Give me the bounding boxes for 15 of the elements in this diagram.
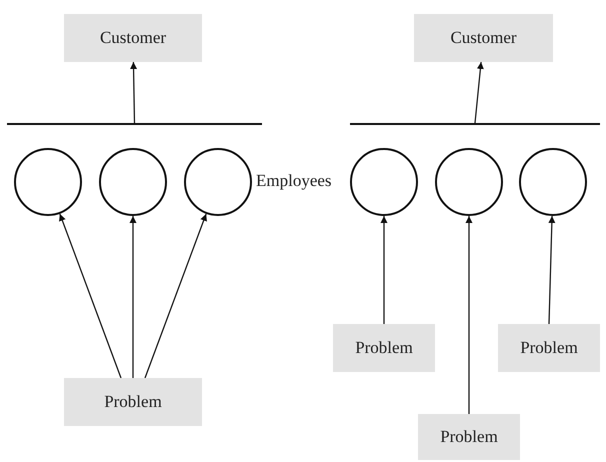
label-box: Customer xyxy=(414,14,553,62)
label-box: Problem xyxy=(333,324,435,372)
arrow xyxy=(130,216,136,378)
arrow xyxy=(130,62,138,124)
arrow xyxy=(380,216,388,324)
label-box: Customer xyxy=(64,14,202,62)
label-box: Problem xyxy=(498,324,600,372)
arrow xyxy=(548,216,556,324)
arrow xyxy=(59,214,122,378)
arrow xyxy=(474,62,484,124)
label-box: Problem xyxy=(418,414,520,460)
label-box: Problem xyxy=(64,378,202,426)
arrow xyxy=(466,216,472,414)
arrow xyxy=(144,214,207,378)
group-label: Employees xyxy=(256,171,332,191)
